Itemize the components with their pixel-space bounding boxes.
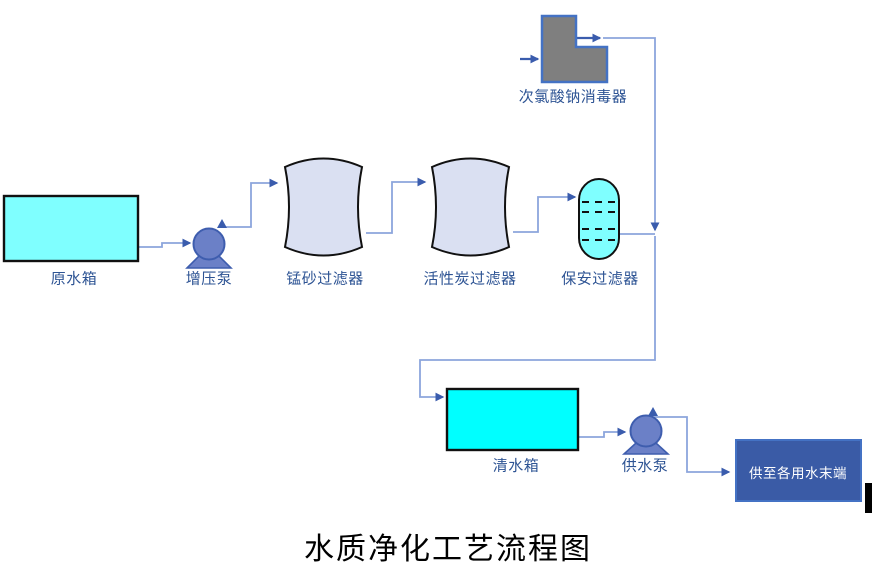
disinfector-label: 次氯酸钠消毒器 [518, 88, 628, 106]
booster-pump-outlet-arrow-icon [217, 219, 227, 228]
pipe-connectors [138, 37, 731, 477]
manganese-filter-label: 锰砂过滤器 [286, 270, 364, 288]
security-filter-label: 保安过滤器 [561, 270, 639, 288]
supply-pump-outlet-arrow-icon [648, 407, 658, 416]
booster-pump [192, 227, 226, 261]
security-filter-cartridge-lines [582, 201, 616, 241]
booster-pump-label: 增压泵 [185, 270, 233, 288]
pipe-junction-to-cleantank [419, 236, 656, 402]
endpoint-box-label: 供至各用水末端 [749, 466, 847, 481]
pipe-manganese-to-carbon-filter [366, 177, 427, 234]
diagram-title: 水质净化工艺流程图 [304, 533, 592, 566]
pipe-rawtank-to-boosterpump [138, 238, 192, 248]
disinfector-shape [540, 14, 609, 84]
clean-water-tank [445, 387, 580, 452]
manganese-filter-vessel [283, 157, 364, 257]
security-filter-vessel [578, 178, 620, 260]
pipe-carbon-to-security-filter [513, 192, 577, 233]
pipe-supplypump-to-endpoint [652, 416, 731, 477]
pipe-cleantank-to-supplypump [578, 427, 627, 438]
raw-water-tank-label: 原水箱 [50, 270, 98, 288]
carbon-filter-vessel [430, 157, 511, 257]
pipe-boosterpump-to-manganese-filter [222, 178, 279, 228]
edge-artifact [865, 483, 872, 513]
endpoint-box [735, 439, 862, 502]
supply-pump-label: 供水泵 [621, 457, 669, 475]
carbon-filter-label: 活性炭过滤器 [423, 270, 517, 288]
pipe-disinfector-down-to-junction [603, 37, 660, 232]
raw-water-tank [2, 194, 140, 263]
clean-water-tank-label: 清水箱 [492, 457, 540, 475]
supply-pump [629, 414, 663, 448]
